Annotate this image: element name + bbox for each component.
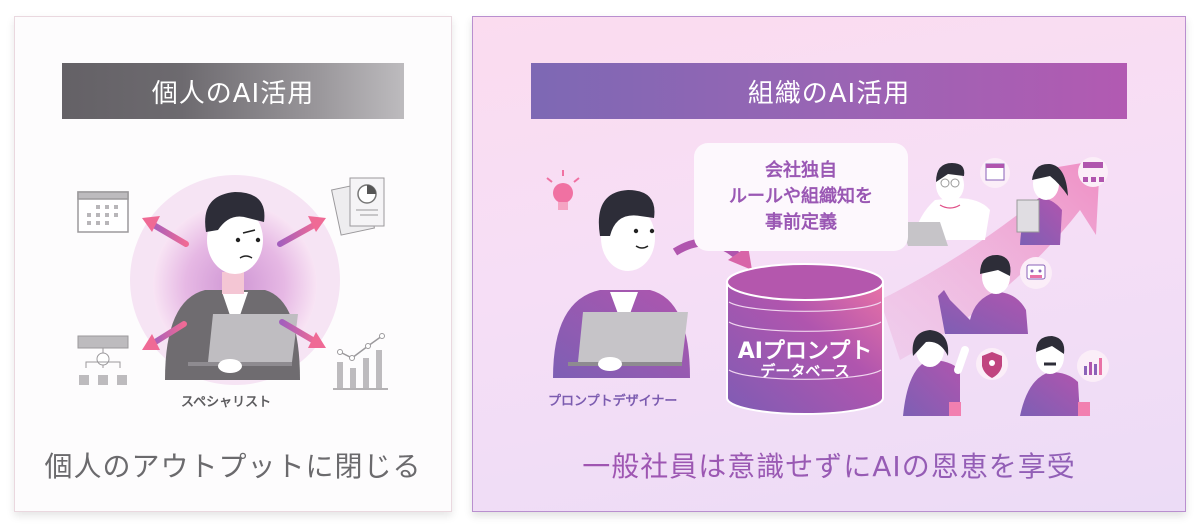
organization-ai-caption: 一般社員は意識せずにAIの恩恵を享受 bbox=[473, 445, 1185, 485]
calendar-bubble-icon bbox=[980, 158, 1010, 188]
individual-ai-header: 個人のAI活用 bbox=[62, 63, 404, 119]
speech-bubble: 会社独自 ルールや組織知を 事前定義 bbox=[694, 143, 908, 251]
robot-bubble-icon bbox=[1020, 257, 1052, 289]
org-chart-bubble-icon bbox=[1078, 157, 1108, 187]
database-subtitle: データベース bbox=[760, 362, 850, 380]
calendar-icon bbox=[77, 191, 129, 233]
organization-ai-title: 組織のAI活用 bbox=[747, 78, 911, 109]
specialist-hair bbox=[205, 192, 265, 232]
database-title: AIプロンプト bbox=[737, 339, 873, 364]
employee-5-manager bbox=[1020, 336, 1090, 416]
lightbulb-icon bbox=[546, 170, 580, 210]
database-icon bbox=[726, 263, 884, 415]
specialist-label: スペシャリスト bbox=[181, 395, 272, 410]
individual-ai-caption: 個人のアウトプットに閉じる bbox=[44, 450, 422, 483]
employee-4-woman-cheering bbox=[903, 330, 969, 416]
arrow-top-left-icon bbox=[142, 216, 189, 247]
bubble-line-2: ルールや組織知を bbox=[729, 186, 873, 207]
individual-ai-title: 個人のAI活用 bbox=[151, 78, 315, 109]
arrow-top-right-icon bbox=[277, 216, 326, 247]
laptop-icon bbox=[578, 312, 688, 362]
employee-1-glasses bbox=[900, 163, 990, 246]
specialist-illustration bbox=[77, 175, 388, 390]
arrow-bottom-right-icon bbox=[279, 319, 326, 348]
shield-lock-bubble-icon bbox=[976, 348, 1008, 380]
individual-ai-panel: 個人のAI活用 個人のアウトプットに閉じる bbox=[14, 16, 452, 512]
prompt-designer-label: プロンプトデザイナー bbox=[548, 394, 678, 409]
organization-illustration bbox=[546, 157, 1109, 416]
bar-line-chart-icon bbox=[333, 333, 388, 390]
bubble-line-3: 事前定義 bbox=[765, 212, 837, 233]
employee-2-woman bbox=[1016, 163, 1068, 245]
organization-ai-header: 組織のAI活用 bbox=[531, 63, 1127, 119]
document-chart-icon bbox=[330, 177, 385, 236]
employee-3-pointing bbox=[938, 254, 1028, 334]
bubble-line-1: 会社独自 bbox=[765, 160, 837, 181]
org-chart-icon bbox=[77, 335, 129, 385]
bar-chart-bubble-icon bbox=[1077, 350, 1109, 382]
prompt-designer-hair bbox=[598, 190, 655, 236]
laptop-icon bbox=[208, 314, 298, 362]
arrow-bottom-left-icon bbox=[142, 321, 187, 350]
